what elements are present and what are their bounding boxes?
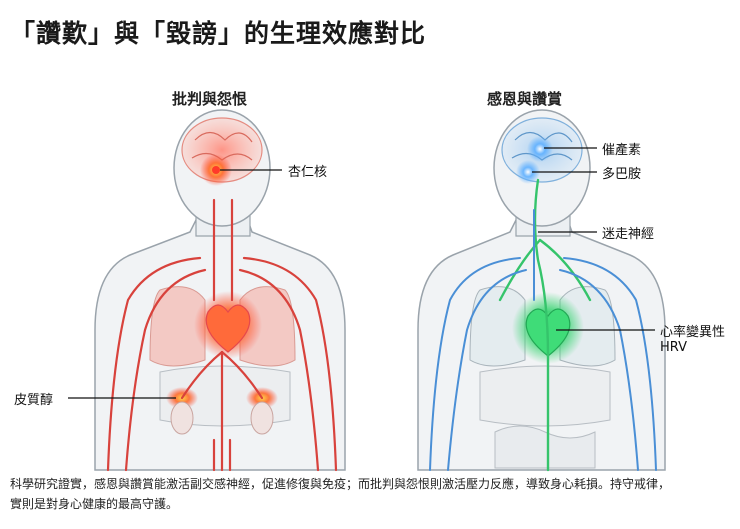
oxytocin-glow [527, 136, 553, 162]
label-vagus: 迷走神經 [602, 227, 655, 242]
caption-line-2: 實則是對身心健康的最高守護。 [10, 497, 179, 511]
label-hrv: 心率變異性 [660, 325, 726, 340]
caption-line-1: 科學研究證實，感恩與讚賞能激活副交感神經，促進修復與免疫；而批判與怨恨則激活壓力… [10, 477, 671, 491]
left-panel-title: 批判與怨恨 [172, 90, 248, 108]
label-dopamine: 多巴胺 [602, 167, 642, 182]
label-hrv-abbr: HRV [660, 340, 687, 355]
dopamine-glow [516, 160, 540, 184]
label-oxytocin: 催產素 [602, 143, 642, 158]
right-figure [417, 109, 666, 472]
label-cortisol: 皮質醇 [14, 393, 54, 408]
leader-lines [68, 147, 655, 399]
page-title: 「讚歎」與「毀謗」的生理效應對比 [10, 19, 427, 48]
left-heart [205, 304, 251, 353]
caption: 科學研究證實，感恩與讚賞能激活副交感神經，促進修復與免疫；而批判與怨恨則激活壓力… [10, 474, 732, 514]
label-amygdala: 杏仁核 [288, 165, 328, 180]
left-figure [94, 109, 346, 472]
right-panel-title: 感恩與讚賞 [487, 90, 563, 108]
